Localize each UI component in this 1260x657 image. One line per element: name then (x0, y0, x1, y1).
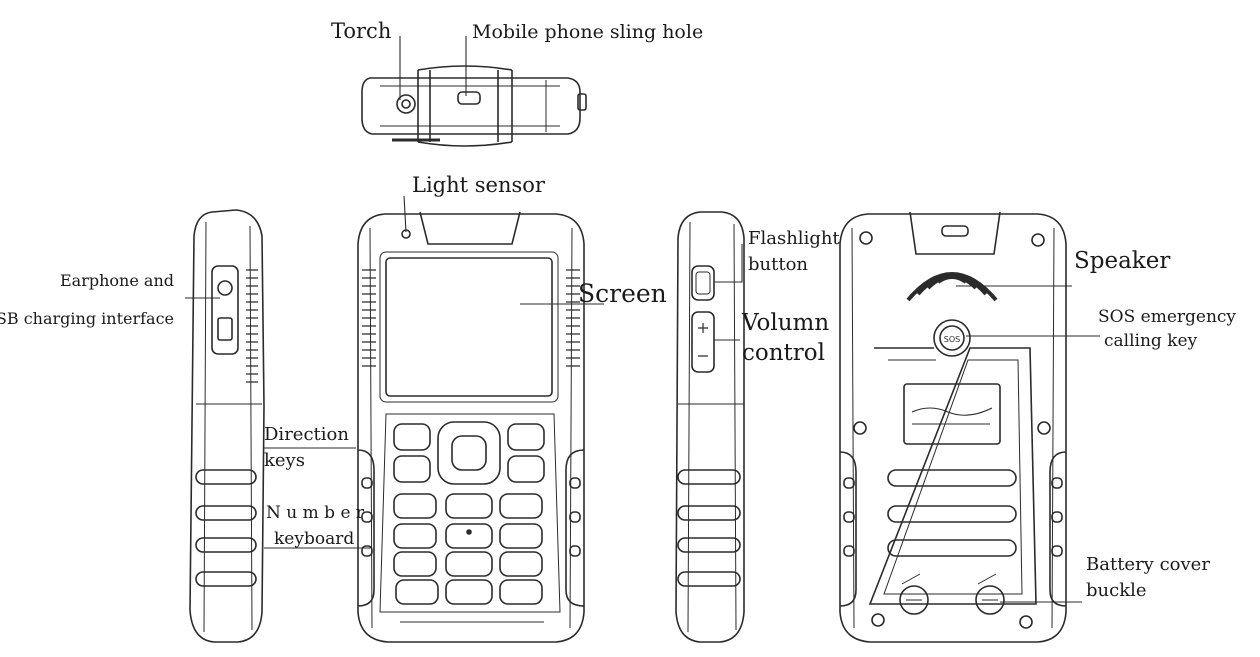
label-direction-line1: Direction (264, 424, 349, 445)
battery-label-panel (903, 383, 1001, 445)
sling-hole-icon (457, 91, 481, 105)
label-number-line2: keyboard (274, 529, 354, 549)
top-view (361, 65, 587, 147)
flashlight-button-icon (691, 265, 715, 301)
label-battery-line1: Battery cover (1086, 554, 1210, 575)
direction-keys-icon (437, 421, 501, 485)
label-speaker: Speaker (1074, 248, 1170, 274)
label-sos-line2: calling key (1104, 331, 1198, 351)
labels: Torch Mobile phone sling hole Light sens… (0, 19, 1236, 601)
label-volume-line2: control (742, 340, 825, 366)
label-sling-hole: Mobile phone sling hole (472, 21, 703, 43)
sos-key-icon (933, 319, 971, 357)
label-flashlight-line1: Flashlight (748, 228, 840, 249)
earphone-port-icon (211, 265, 239, 355)
label-torch: Torch (331, 19, 391, 43)
sos-key-text: SOS (944, 335, 960, 344)
label-screen: Screen (578, 279, 667, 308)
label-volume-line1: Volumn (741, 310, 829, 336)
battery-buckle-right-icon (975, 585, 1005, 615)
front-view (357, 211, 585, 643)
torch-icon (396, 94, 416, 114)
leader-lines (185, 36, 1100, 603)
volume-control-icon (691, 311, 715, 373)
label-direction-line2: keys (264, 450, 305, 471)
screen-panel (385, 257, 553, 397)
label-number-line1: N u m b e r (266, 503, 365, 523)
battery-buckle-left-icon (899, 585, 929, 615)
label-light-sensor: Light sensor (412, 173, 546, 197)
speaker-icon (906, 272, 998, 302)
label-battery-line2: buckle (1086, 580, 1147, 601)
right-side-view (675, 211, 745, 643)
label-earphone-line2: USB charging interface (0, 309, 174, 328)
label-sos-line1: SOS emergency (1098, 307, 1236, 327)
back-view: SOS (839, 211, 1067, 643)
label-flashlight-line2: button (748, 254, 808, 275)
label-earphone-line1: Earphone and (60, 271, 174, 290)
left-side-view (189, 209, 265, 643)
